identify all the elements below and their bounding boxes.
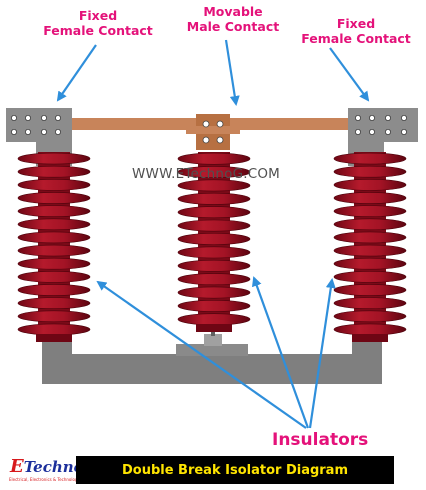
label-movable-male-contact: Movable Male Contact (168, 4, 298, 34)
logo-tagline: Electrical, Electronics & Technology (9, 477, 80, 482)
insulator-shed (333, 271, 407, 283)
arrow-right-contact (329, 47, 370, 102)
insulator-base (196, 324, 232, 332)
insulator-shed (333, 218, 407, 231)
right-contact-bolt (354, 115, 361, 122)
insulator-shed (333, 257, 407, 270)
insulator-shed (333, 152, 407, 165)
insulator-shed (177, 273, 251, 286)
insulator-shed (333, 323, 407, 336)
annotation-arrows (56, 39, 370, 429)
right-contact-bolt (384, 115, 391, 122)
insulator-shed (177, 206, 251, 219)
insulator-shed (17, 179, 91, 191)
insulator-shed (177, 259, 251, 272)
insulator-shed (17, 257, 91, 270)
insulator-shed (17, 231, 91, 244)
insulator-shed (17, 165, 91, 178)
middle-male-contact (186, 114, 240, 150)
left-contact-bolt (24, 128, 31, 135)
insulators-label: Insulators (272, 430, 369, 450)
label-left-line2: Female Contact (43, 23, 153, 38)
insulator-shed (177, 313, 251, 326)
label-left-line1: Fixed (78, 8, 118, 23)
insulator-shed (333, 205, 407, 217)
insulator-shed (17, 244, 91, 257)
insulator-shed (17, 192, 91, 204)
left-contact-bolt (10, 115, 17, 122)
left-contact-bolt (10, 128, 17, 135)
insulator-shed (177, 152, 251, 165)
arrow-middle-contact (224, 39, 240, 106)
right-insulator (333, 152, 407, 342)
caption-text: Double Break Isolator Diagram (121, 462, 349, 478)
left-contact-bolt (55, 115, 62, 122)
right-contact-bolt (400, 115, 407, 122)
label-middle-line1: Movable (203, 4, 263, 19)
watermark: WWW.ETechnoG.COM (132, 166, 281, 182)
caption-bar: Double Break Isolator Diagram (76, 456, 394, 484)
insulator-shed (177, 192, 251, 205)
insulator-shed (333, 231, 407, 244)
right-contact-bolt (368, 115, 375, 122)
insulator-shed (17, 284, 91, 296)
insulator-shed (177, 286, 251, 299)
left-contact-bolt (55, 128, 62, 135)
insulator-shed (17, 310, 91, 323)
left-insulator (17, 152, 91, 342)
insulator-shed (333, 310, 407, 323)
insulator-shed (17, 323, 91, 336)
insulator-shed (17, 218, 91, 231)
insulator-shed (17, 152, 91, 165)
insulator-shed (177, 233, 251, 245)
arrow-insulator-middle (252, 276, 310, 429)
insulator-base (36, 334, 72, 342)
insulator-shed (177, 246, 251, 259)
base-frame (42, 326, 382, 384)
arrow-insulator-right (308, 278, 336, 429)
right-contact-bolt (368, 128, 375, 135)
left-contact-bolt (24, 115, 31, 122)
insulator-shed (333, 284, 407, 296)
insulator-shed (177, 179, 251, 192)
insulator-shed (17, 297, 91, 309)
label-right-line2: Female Contact (301, 31, 411, 46)
left-contact-bolt (41, 115, 48, 122)
logo-initial: E (10, 456, 24, 477)
right-contact-bolt (354, 128, 361, 135)
right-contact-bolt (384, 128, 391, 135)
insulator-shed (333, 179, 407, 191)
label-middle-line2: Male Contact (186, 19, 280, 34)
middle-insulator (177, 152, 251, 332)
arrow-insulator-left (96, 280, 307, 429)
insulator-shed (333, 165, 407, 178)
etechnog-logo: ETechnoG Electrical, Electronics & Techn… (6, 456, 96, 486)
insulator-shed (333, 192, 407, 204)
insulator-shed (177, 219, 251, 232)
insulator-shed (17, 205, 91, 217)
insulator-shed (333, 297, 407, 309)
label-right-line1: Fixed (336, 16, 376, 31)
insulator-shed (177, 300, 251, 312)
left-contact-bolt (41, 128, 48, 135)
insulator-shed (17, 271, 91, 283)
label-fixed-female-contact-left: Fixed Female Contact (28, 8, 168, 38)
insulator-shed (333, 244, 407, 257)
arrow-left-contact (56, 44, 97, 102)
right-contact-bolt (400, 128, 407, 135)
label-fixed-female-contact-right: Fixed Female Contact (286, 16, 426, 46)
insulator-base (352, 334, 388, 342)
insulator-shed (177, 166, 251, 178)
